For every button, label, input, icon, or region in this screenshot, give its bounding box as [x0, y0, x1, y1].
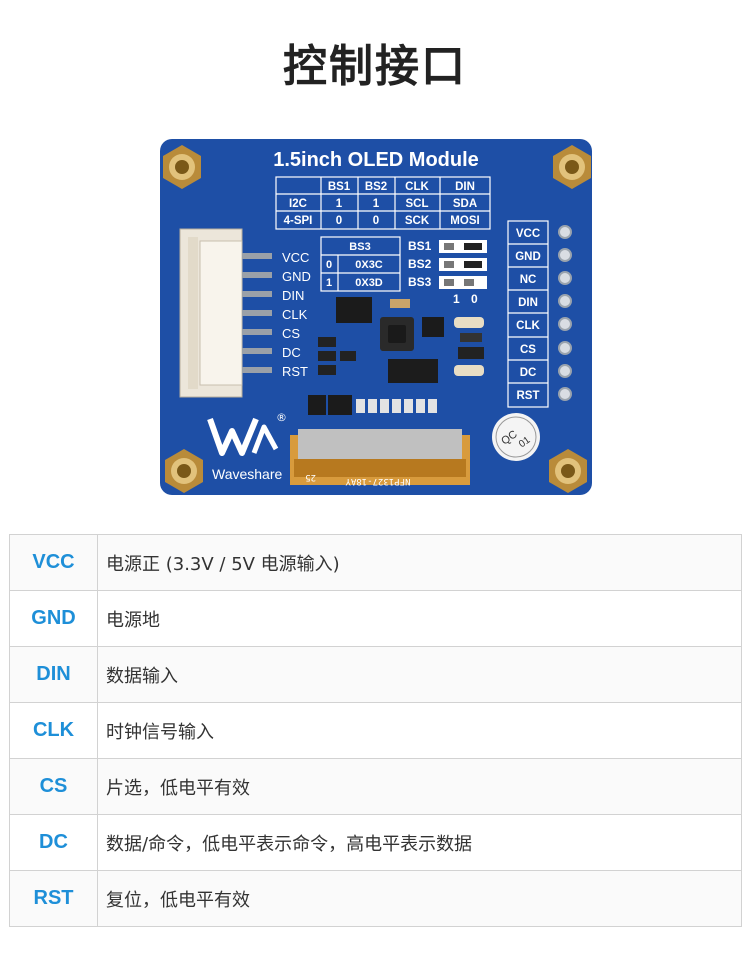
pin-name: CS [9, 758, 98, 815]
bs3-table [320, 236, 401, 292]
pin-description: 时钟信号输入 [97, 702, 742, 759]
waveshare-logo [207, 417, 279, 456]
jumper-label-bs3: BS3 [408, 275, 432, 289]
iface-header-bs1: BS1 [328, 181, 351, 193]
iface-cell: I2C [289, 198, 307, 210]
registered-mark: ® [276, 411, 287, 424]
iface-cell: 0 [373, 215, 379, 227]
fpc-connector [290, 429, 470, 485]
iface-header-clk: CLK [405, 181, 429, 193]
fpc-num: 25 [305, 472, 316, 482]
iface-header-bs2: BS2 [365, 181, 387, 193]
left-pin-label: CS [282, 326, 300, 341]
table-row: RST 复位，低电平有效 [9, 870, 742, 927]
resistor-row [356, 399, 437, 413]
jumper-scale-1: 1 [453, 292, 460, 306]
right-pin-label: VCC [516, 228, 540, 240]
table-row: CLK 时钟信号输入 [9, 702, 742, 759]
jumper-scale-0: 0 [471, 292, 478, 306]
bs3-cell: 0X3D [355, 277, 383, 289]
connector-pins [242, 253, 272, 373]
fpc-label: NFP1327-18AY [345, 476, 411, 486]
pin-name: GND [9, 590, 98, 647]
standoff-bottom-left [165, 449, 203, 493]
brand-name: Waveshare [212, 466, 283, 482]
table-row: DC 数据/命令，低电平表示命令，高电平表示数据 [9, 814, 742, 871]
page-title: 控制接口 [283, 41, 467, 92]
pin-name: DIN [9, 646, 98, 703]
left-pin-label: VCC [282, 250, 309, 265]
left-connector [179, 228, 243, 398]
right-pin-label: CLK [516, 320, 540, 332]
left-pin-label: CLK [282, 307, 308, 322]
jumper-label-bs1: BS1 [408, 239, 432, 253]
iface-cell: 4-SPI [284, 215, 313, 227]
qc-sticker [492, 413, 540, 461]
right-pin-label: NC [520, 274, 537, 286]
iface-cell: 1 [373, 198, 380, 210]
right-pin-label: DC [520, 367, 537, 379]
interface-table [275, 176, 491, 230]
left-pin-label: DIN [282, 288, 304, 303]
pin-description: 电源地 [97, 590, 742, 647]
pin-description-table: VCC 电源正 (3.3V / 5V 电源输入) GND 电源地 DIN 数据输… [9, 534, 742, 927]
left-pin-label: RST [282, 364, 308, 379]
bs3-header: BS3 [349, 241, 370, 253]
oled-module-board: 1.5inch OLED Module BS1 BS2 CLK DIN I2C … [158, 137, 594, 497]
pcb [160, 139, 592, 495]
bs3-cell: 0X3C [355, 259, 383, 271]
bs3-cell: 0 [326, 259, 332, 271]
pin-description: 数据/命令，低电平表示命令，高电平表示数据 [97, 814, 742, 871]
iface-cell: 0 [336, 215, 342, 227]
iface-cell: SCL [406, 198, 429, 210]
right-pin-label: CS [520, 344, 536, 356]
pin-name: CLK [9, 702, 98, 759]
smd-components [308, 297, 484, 415]
iface-cell: SCK [405, 215, 430, 227]
left-pin-label: GND [282, 269, 311, 284]
right-pin-label: DIN [518, 297, 538, 309]
table-row: GND 电源地 [9, 590, 742, 647]
iface-header-din: DIN [455, 181, 475, 193]
right-pin-label: GND [515, 251, 541, 263]
right-pin-label: RST [517, 390, 540, 402]
pin-description: 数据输入 [97, 646, 742, 703]
standoff-bottom-right [549, 449, 587, 493]
pin-description: 复位，低电平有效 [97, 870, 742, 927]
board-title: 1.5inch OLED Module [273, 149, 479, 171]
iface-cell: SDA [453, 198, 477, 210]
header-holes [558, 225, 572, 401]
right-header-box [507, 220, 549, 408]
jumper-label-bs2: BS2 [408, 257, 432, 271]
table-row: DIN 数据输入 [9, 646, 742, 703]
pin-description: 电源正 (3.3V / 5V 电源输入) [97, 534, 742, 591]
jumper-pads [439, 240, 487, 289]
bs3-cell: 1 [326, 277, 332, 289]
iface-cell: 1 [336, 198, 343, 210]
left-pin-label: DC [282, 345, 301, 360]
pin-name: DC [9, 814, 98, 871]
table-row: CS 片选，低电平有效 [9, 758, 742, 815]
pin-name: RST [9, 870, 98, 927]
standoff-top-left [163, 145, 201, 189]
table-row: VCC 电源正 (3.3V / 5V 电源输入) [9, 534, 742, 591]
iface-cell: MOSI [450, 215, 479, 227]
standoff-top-right [553, 145, 591, 189]
pin-name: VCC [9, 534, 98, 591]
pin-description: 片选，低电平有效 [97, 758, 742, 815]
